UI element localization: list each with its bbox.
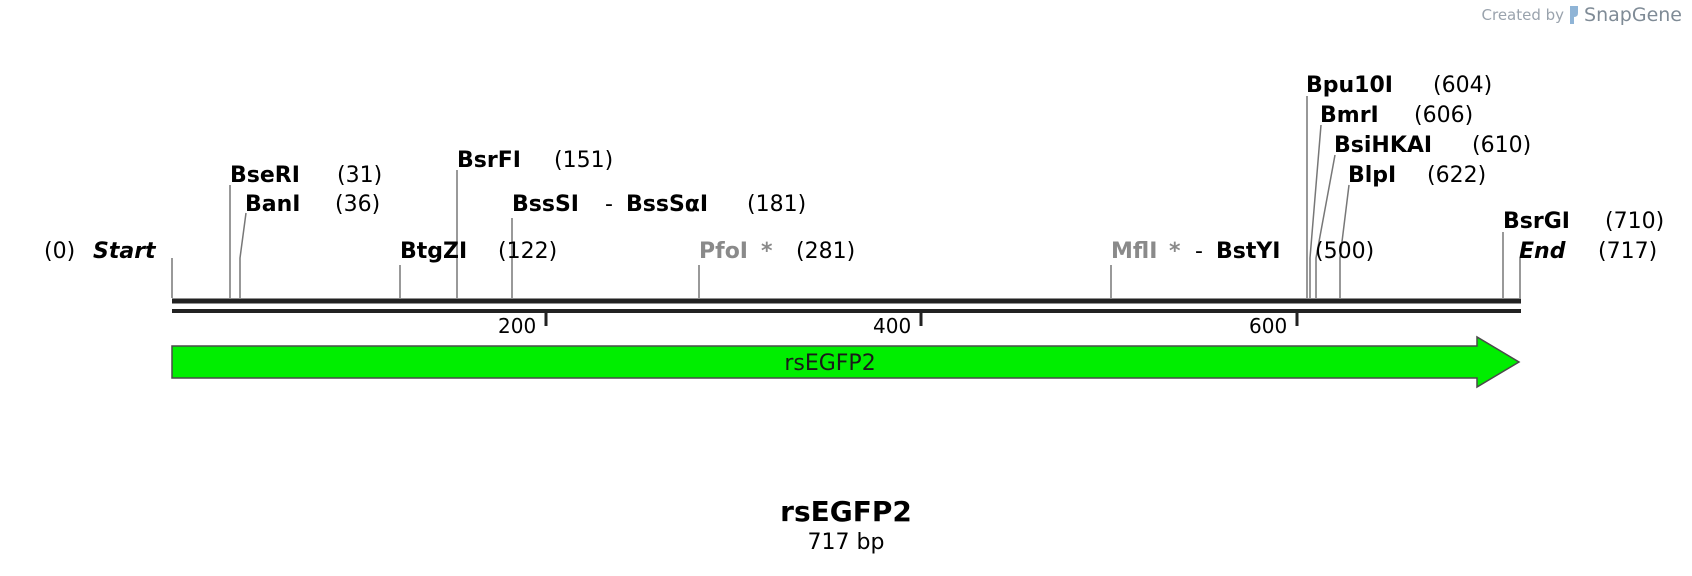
start-label: Start: [93, 239, 157, 264]
bmri-leader-line: [1309, 124, 1322, 298]
enzyme-label-pfoi: PfoI*(281): [699, 239, 855, 264]
sequence-length: 717 bp: [807, 530, 885, 555]
sequence-map: (0) Start End (717) BseRI(31) BanI(36) B…: [44, 73, 1664, 389]
enzyme-label-bani: BanI(36): [245, 192, 380, 217]
enzyme-label-bsrgi: BsrGI(710): [1503, 209, 1664, 234]
ruler-label-200: 200: [498, 314, 536, 338]
enzyme-label-bmri: BmrI(606): [1320, 103, 1473, 128]
enzyme-label-bsrfi: BsrFI(151): [457, 148, 613, 173]
feature-label: rsEGFP2: [784, 351, 875, 376]
watermark-prefix: Created by: [1481, 6, 1565, 24]
bani-leader-line: [239, 212, 247, 298]
end-position-label: (717): [1598, 239, 1657, 264]
start-position-label: (0): [44, 239, 75, 264]
enzyme-label-bseri: BseRI(31): [230, 163, 382, 188]
watermark-brand: SnapGene: [1584, 4, 1682, 26]
bsihkai-leader-line: [1315, 154, 1336, 298]
snapgene-watermark: Created by SnapGene: [1482, 4, 1682, 26]
snapgene-logo-icon: [1570, 6, 1579, 24]
enzyme-label-bpu10i: Bpu10I(604): [1306, 73, 1492, 98]
ruler-label-600: 600: [1249, 314, 1287, 338]
sequence-name: rsEGFP2: [780, 495, 912, 528]
feature-arrow-rsegfp2[interactable]: [171, 335, 1521, 389]
enzyme-label-bsihkai: BsiHKAI(610): [1334, 133, 1531, 158]
end-label: End: [1519, 239, 1566, 264]
blpi-leader-line: [1339, 184, 1350, 298]
enzyme-label-mfli: MflI*-BstYI(500): [1111, 239, 1374, 264]
enzyme-label-blpi: BlpI(622): [1348, 163, 1486, 188]
ruler-label-400: 400: [873, 314, 911, 338]
enzyme-label-bsssi: BssSI-BssSαI(181): [512, 192, 806, 217]
enzyme-label-btgzi: BtgZI(122): [400, 239, 557, 264]
